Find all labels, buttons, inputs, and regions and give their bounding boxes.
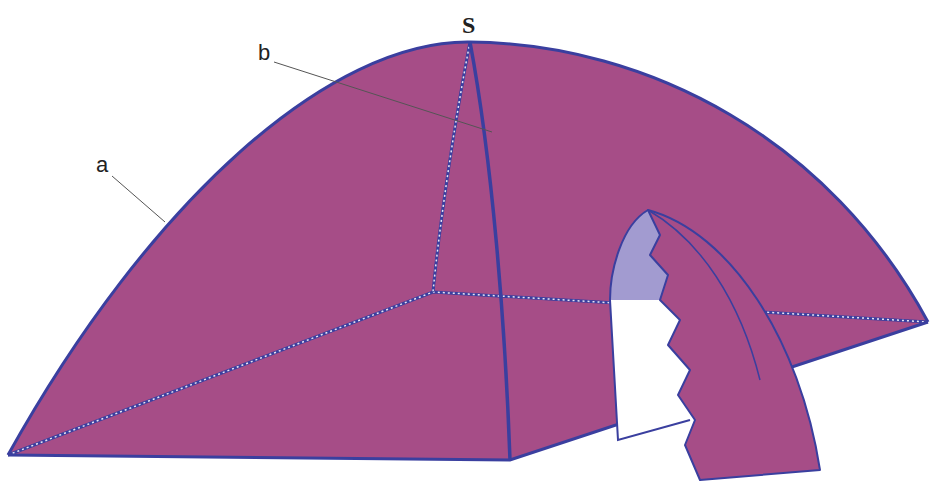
part-label: b [258, 40, 270, 66]
door-flap [648, 210, 820, 480]
hidden-arc-edge-dots [433, 42, 470, 292]
leader-line [112, 176, 165, 222]
part-label: a [96, 152, 108, 178]
front-arc-edge [470, 42, 510, 460]
leader-line [274, 62, 492, 132]
hidden-arc-edge [433, 42, 470, 292]
flap-fold [648, 210, 760, 380]
apex-label: S [462, 12, 475, 39]
